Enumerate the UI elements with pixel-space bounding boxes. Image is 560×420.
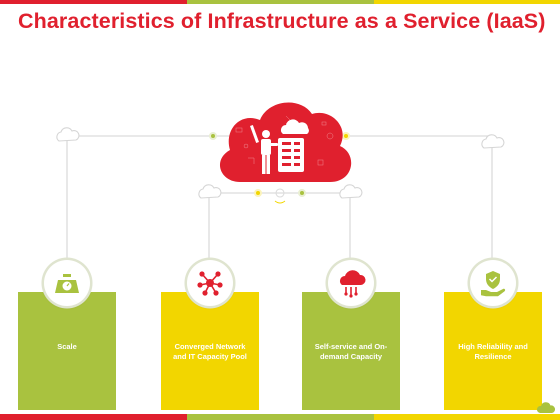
self-service-icon-badge bbox=[328, 260, 374, 306]
feature-label: Self-service and On-demand Capacity bbox=[314, 342, 388, 361]
small-cloud-icon bbox=[56, 127, 80, 142]
network-nodes-icon bbox=[197, 271, 223, 296]
connector-dots bbox=[209, 132, 350, 204]
small-cloud-icon bbox=[339, 184, 363, 199]
feature-card-self-service: Self-service and On-demand Capacity bbox=[302, 292, 400, 410]
feature-label: High Reliability and Resilience bbox=[458, 342, 528, 361]
top-accent-bar bbox=[0, 0, 560, 4]
scale-icon-badge bbox=[44, 260, 90, 306]
page-title: Characteristics of Infrastructure as a S… bbox=[18, 9, 546, 33]
feature-card-network: Converged Network and IT Capacity Pool bbox=[161, 292, 259, 410]
feature-label: Scale bbox=[57, 342, 77, 351]
cloud-download-icon bbox=[340, 270, 366, 298]
feature-card-reliability: High Reliability and Resilience bbox=[444, 292, 542, 410]
reliability-icon-badge bbox=[470, 260, 516, 306]
small-cloud-icon bbox=[198, 184, 222, 199]
feature-label: Converged Network and IT Capacity Pool bbox=[173, 342, 247, 361]
network-icon-badge bbox=[187, 260, 233, 306]
feature-card-scale: Scale bbox=[18, 292, 116, 410]
cloud-server-admin-icon bbox=[219, 102, 352, 182]
bottom-accent-bar bbox=[0, 414, 560, 420]
small-cloud-icon bbox=[481, 134, 505, 149]
weighing-scale-icon bbox=[55, 274, 79, 293]
corner-cloud-icon bbox=[536, 402, 556, 413]
hand-shield-icon bbox=[481, 271, 506, 297]
